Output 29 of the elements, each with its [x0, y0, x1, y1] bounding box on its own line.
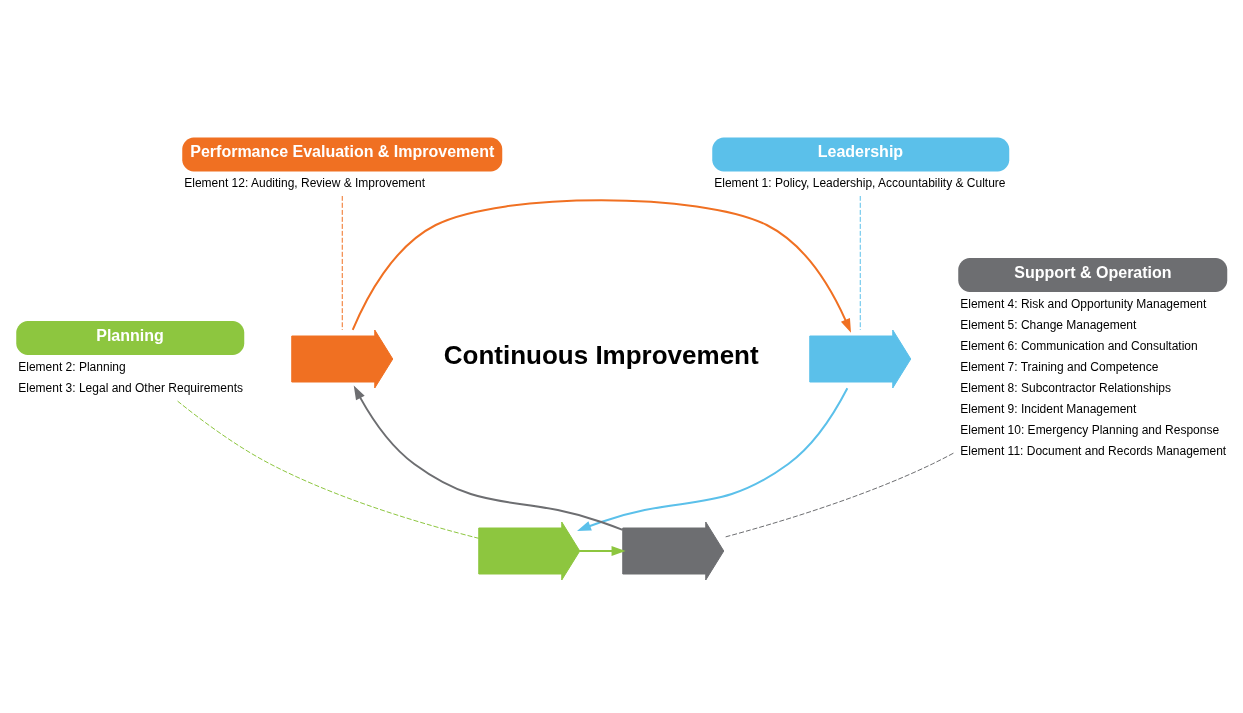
node-label: Element 1: Policy, Leadership, Accountability & Culture	[714, 176, 1006, 191]
label: Continuous Improvement	[443, 340, 759, 371]
node-arrow	[478, 521, 581, 581]
node-box: Support & Operation	[958, 258, 1228, 292]
node-box: Leadership	[712, 137, 1010, 172]
connector	[859, 195, 861, 331]
connector	[723, 452, 954, 538]
node-arrow	[622, 521, 725, 581]
arrow	[353, 385, 624, 531]
connector	[341, 195, 343, 331]
node-label: Element 12: Auditing, Review & Improvement	[184, 176, 426, 191]
node-box: Planning	[16, 321, 245, 355]
node-label: Element 8: Subcontractor Relationships	[960, 380, 1172, 395]
node-label: Element 2: Planning	[18, 359, 126, 374]
node-label: Element 4: Risk and Opportunity Management	[960, 296, 1207, 311]
node-label: Element 6: Communication and Consultation	[960, 338, 1198, 353]
node-arrow	[291, 329, 394, 389]
node-label: Element 7: Training and Competence	[960, 359, 1159, 374]
arrow	[578, 546, 626, 556]
node-label: Element 9: Incident Management	[960, 401, 1137, 416]
node-label: Element 11: Document and Records Management	[960, 443, 1227, 458]
node-label: Element 5: Change Management	[960, 317, 1137, 332]
node-arrow	[809, 329, 912, 389]
node-label: Element 3: Legal and Other Requirements	[18, 380, 244, 395]
arrow	[577, 387, 849, 531]
node-box: Performance Evaluation & Improvement	[182, 137, 503, 172]
node-label: Element 10: Emergency Planning and Response	[960, 422, 1220, 437]
arrow	[351, 199, 851, 333]
connector	[177, 400, 480, 539]
